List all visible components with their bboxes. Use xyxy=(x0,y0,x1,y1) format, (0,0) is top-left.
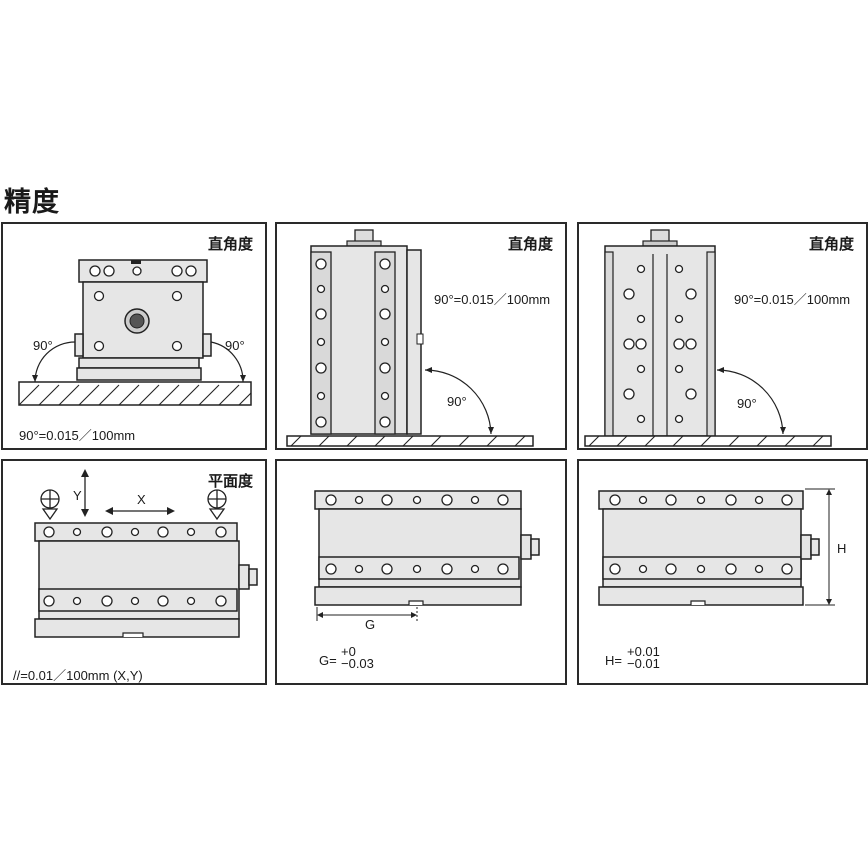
panel-flatness: 平面度 Y X //=0.01／100mm (X, xyxy=(1,459,267,685)
panel-squareness-front: 直角度 90° 90° 90°=0.015／100mm xyxy=(1,222,267,450)
tolerance-upper: +0.01 xyxy=(627,644,660,659)
angle-label-right: 90° xyxy=(225,338,245,353)
panel-tag: 直角度 xyxy=(207,236,253,253)
dim-label: H xyxy=(837,541,847,556)
flatness-drawing xyxy=(34,469,258,638)
angle-label-left: 90° xyxy=(33,338,53,353)
panel-dimension-g: G G= +0 −0.03 xyxy=(275,459,567,685)
spec-text: 90°=0.015／100mm xyxy=(434,292,551,307)
angle-label: 90° xyxy=(447,394,467,409)
tolerance-stack: +0 −0.03 xyxy=(341,644,374,671)
panel-tag: 平面度 xyxy=(207,473,253,490)
tolerance-lower: −0.03 xyxy=(341,656,374,671)
tolerance-lower: −0.01 xyxy=(627,656,660,671)
axis-y-label: Y xyxy=(73,488,82,503)
spec-text: //=0.01／100mm (X,Y) xyxy=(13,668,143,683)
page-title: 精度 xyxy=(4,187,60,217)
panel-squareness-side: 直角度 90°=0.015／100mm 90° xyxy=(275,222,567,450)
tolerance-prefix: G= xyxy=(319,653,337,668)
panel-tag: 直角度 xyxy=(507,236,553,253)
tolerance-prefix: H= xyxy=(605,653,622,668)
panel-squareness-rotated: 直角度 90°=0.015／100mm 90° xyxy=(577,222,868,450)
panel-tag: 直角度 xyxy=(808,236,854,253)
dim-label: G xyxy=(365,617,376,632)
front-view-drawing xyxy=(18,259,252,406)
g-dimension-drawing xyxy=(314,490,540,621)
spec-text: 90°=0.015／100mm xyxy=(734,292,851,307)
h-dimension-drawing xyxy=(598,488,835,606)
spec-text: 90°=0.015／100mm xyxy=(19,428,136,443)
panel-dimension-h: H H= +0.01 −0.01 xyxy=(577,459,868,685)
tolerance-upper: +0 xyxy=(341,644,356,659)
axis-x-label: X xyxy=(137,492,146,507)
angle-label: 90° xyxy=(737,396,757,411)
side-view-drawing xyxy=(286,229,534,447)
rotated-view-drawing xyxy=(584,229,832,447)
tolerance-stack: +0.01 −0.01 xyxy=(627,644,660,671)
